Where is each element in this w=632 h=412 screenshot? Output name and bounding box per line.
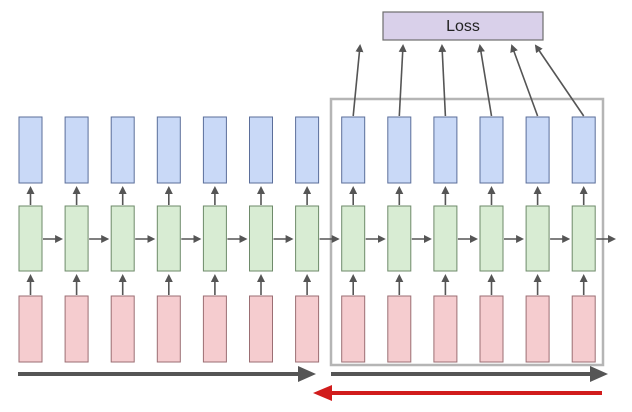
input-node	[18, 295, 43, 363]
hidden-node	[387, 205, 412, 272]
rnn-column	[571, 116, 616, 363]
output-to-loss-arrow	[534, 44, 585, 117]
rnn-columns	[18, 116, 616, 363]
output-node	[525, 116, 550, 184]
hidden-node	[479, 205, 504, 272]
output-to-loss-arrow	[352, 44, 364, 117]
hidden-node	[156, 205, 181, 272]
output-node	[202, 116, 227, 184]
hidden-node	[64, 205, 89, 272]
input-node	[249, 295, 273, 363]
loss-node: Loss	[382, 11, 544, 41]
forward-arrow-left	[18, 366, 316, 382]
hidden-node	[341, 205, 366, 272]
output-node	[433, 116, 458, 184]
output-to-loss-arrow	[510, 44, 539, 117]
rnn-column	[156, 116, 202, 363]
input-node	[387, 295, 412, 363]
output-to-loss-arrow	[398, 44, 407, 117]
output-node	[341, 116, 366, 184]
input-node	[341, 295, 366, 363]
input-node	[64, 295, 89, 363]
loss-arrows	[352, 44, 585, 117]
forward-arrow-window	[331, 366, 608, 382]
hidden-node	[249, 205, 273, 272]
output-node	[249, 116, 273, 184]
input-node	[202, 295, 227, 363]
hidden-node	[202, 205, 227, 272]
input-node	[156, 295, 181, 363]
input-node	[479, 295, 504, 363]
output-to-loss-arrow	[438, 44, 447, 117]
loss-box	[382, 11, 544, 41]
hidden-node	[18, 205, 43, 272]
input-node	[525, 295, 550, 363]
truncation-window	[329, 97, 605, 367]
output-node	[387, 116, 412, 184]
rnn-column	[18, 116, 64, 363]
input-node	[295, 295, 320, 363]
rnn-column	[110, 116, 156, 363]
hidden-node	[433, 205, 458, 272]
output-node	[571, 116, 596, 184]
output-node	[295, 116, 320, 184]
output-node	[18, 116, 43, 184]
hidden-node	[295, 205, 320, 272]
rnn-column	[525, 116, 571, 363]
rnn-column	[249, 116, 294, 363]
rnn-column	[341, 116, 386, 363]
input-node	[433, 295, 458, 363]
loss-label: Loss	[446, 18, 480, 35]
output-node	[479, 116, 504, 184]
rnn-column	[202, 116, 248, 363]
output-to-loss-arrow	[477, 44, 493, 117]
input-node	[110, 295, 135, 363]
backprop-arrow	[313, 385, 602, 401]
rnn-column	[64, 116, 110, 363]
rnn-column	[295, 116, 340, 363]
hidden-node	[571, 205, 596, 272]
rnn-column	[387, 116, 432, 363]
output-node	[110, 116, 135, 184]
rnn-column	[433, 116, 478, 363]
output-node	[64, 116, 89, 184]
output-node	[156, 116, 181, 184]
input-node	[571, 295, 596, 363]
rnn-column	[479, 116, 525, 363]
hidden-node	[525, 205, 550, 272]
hidden-node	[110, 205, 135, 272]
